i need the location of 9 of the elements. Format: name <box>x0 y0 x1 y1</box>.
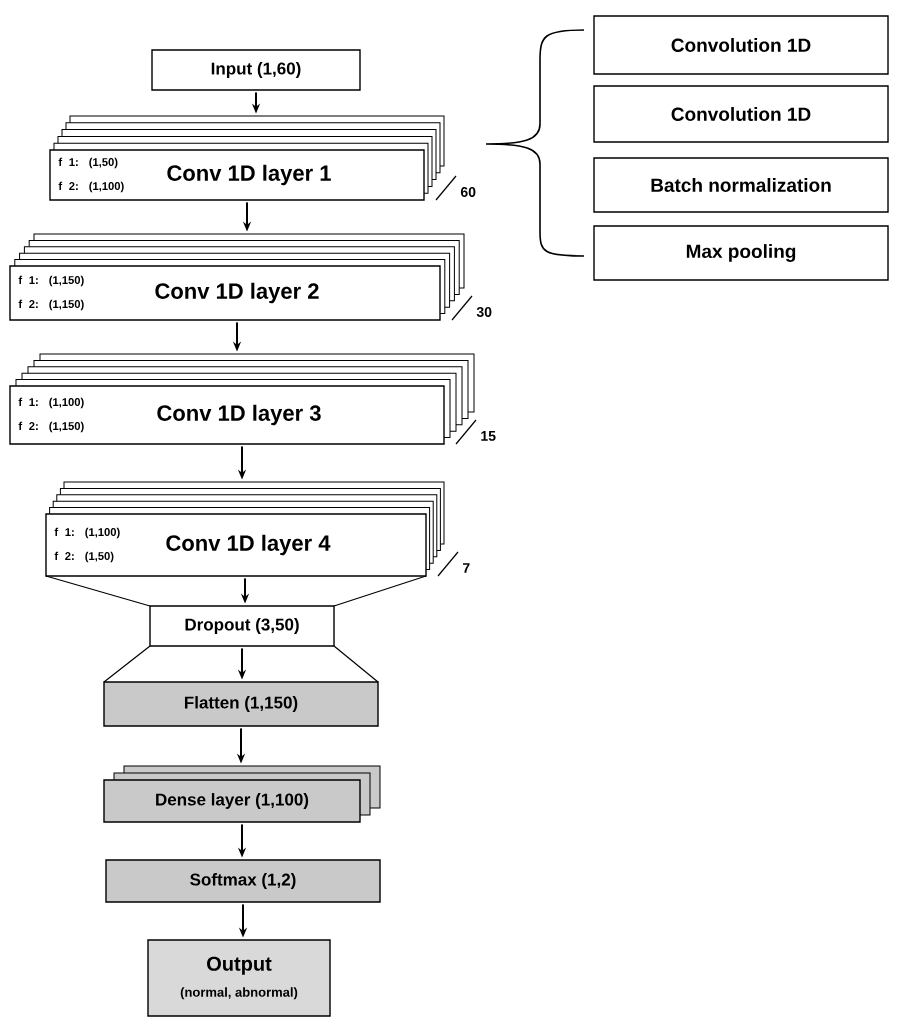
step-box: Max pooling <box>593 225 889 281</box>
softmax-box: Softmax (1,2) <box>105 859 381 903</box>
step-box: Convolution 1D <box>593 15 889 75</box>
input-box: Input (1,60) <box>151 49 361 91</box>
dropout-box: Dropout (3,50) <box>149 605 335 647</box>
dense-stack: Dense layer (1,100) <box>103 765 381 823</box>
step-box: Batch normalization <box>593 157 889 213</box>
flatten-box: Flatten (1,150) <box>103 681 379 727</box>
step-box: Convolution 1D <box>593 85 889 143</box>
